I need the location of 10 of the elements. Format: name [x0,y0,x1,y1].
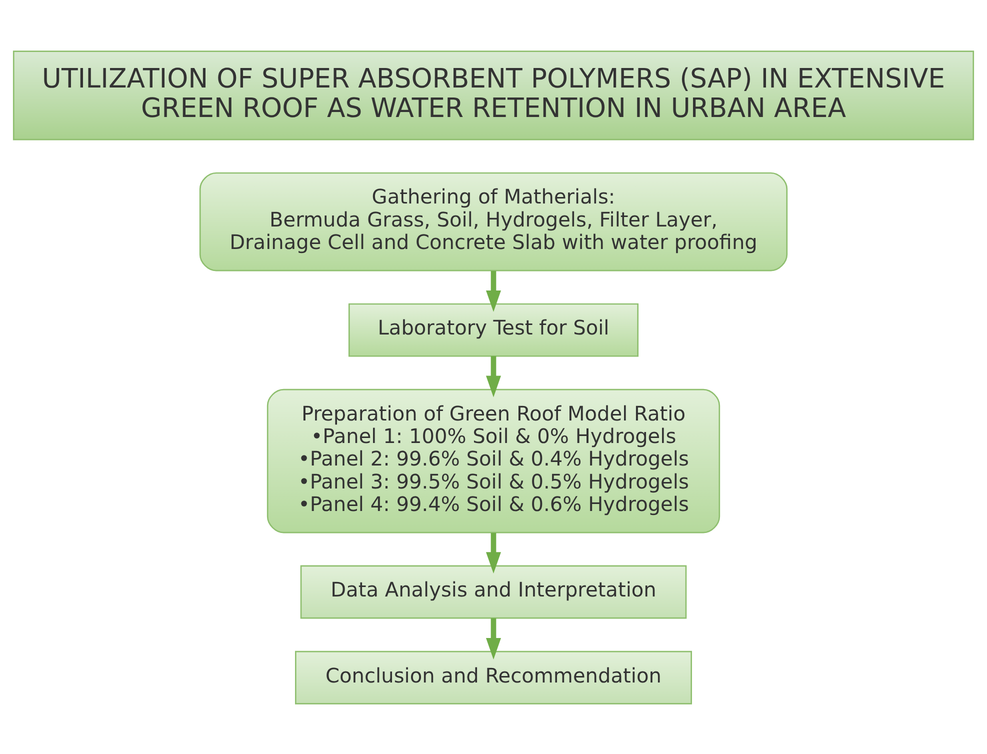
node-box: Conclusion and Recommendation [295,650,692,704]
node-box: Gathering of Matherials: Bermuda Grass, Soil, Hydrogels, Filter Layer, Drainage Cell and Concrete Slab with water proofing [199,172,788,271]
node-box: Laboratory Test for Soil [348,302,639,356]
arrow [486,356,502,397]
node-box: UTILIZATION OF SUPER ABSORBENT POLYMERS (SAP) IN EXTENSIVE GREEN ROOF AS WATER RETENTION IN URBAN AREA [12,50,974,140]
arrow [486,618,502,659]
arrow [486,270,502,312]
arrow [486,532,502,574]
node-box: Preparation of Green Roof Model Ratio •Panel 1: 100% Soil & 0% Hydrogels •Panel 2: 99.6% Soil & 0.4% Hydrogels •Panel 3: 99.5% Soil & 0.5% Hydrogels •Panel 4: 99.4% Soil & 0.6% Hydrogels [266,388,720,533]
node-box: Data Analysis and Interpretation [300,564,687,618]
